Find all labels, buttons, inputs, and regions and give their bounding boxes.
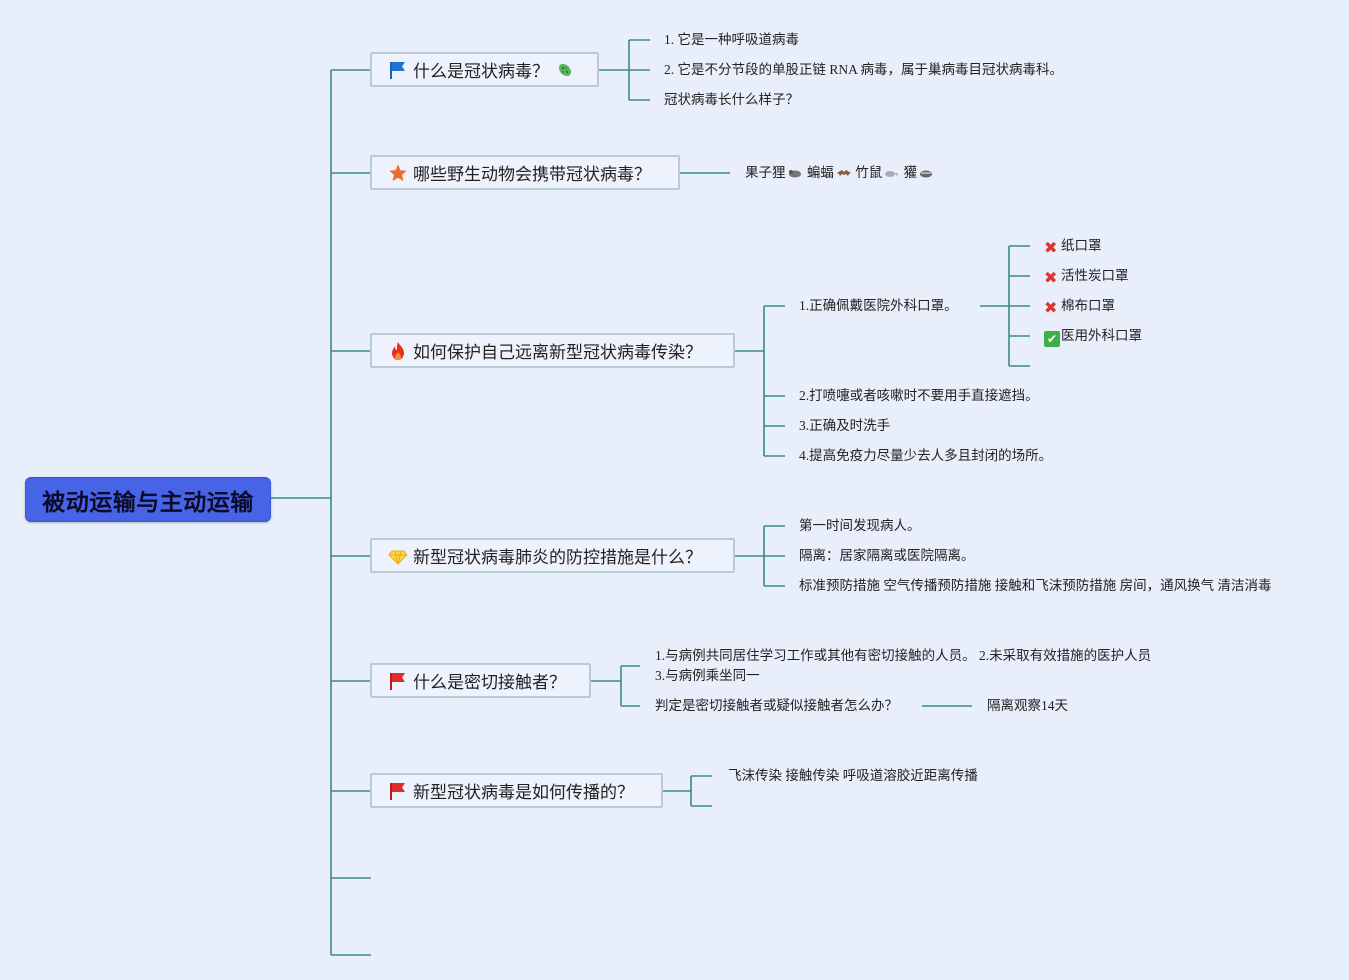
leaf-respiratory-virus: 1. 它是一种呼吸道病毒 — [664, 32, 799, 47]
badger-icon — [919, 164, 933, 178]
mask-cotton: ✖棉布口罩 — [1044, 296, 1115, 316]
cross-mark-icon: ✖ — [1044, 268, 1058, 287]
virus-icon — [555, 60, 575, 80]
animal-civet: 果子狸 — [745, 165, 786, 180]
topic-wild-animals[interactable]: 哪些野生动物会携带冠状病毒？ — [370, 155, 680, 190]
gem-icon — [388, 546, 408, 566]
animal-badger: 獾 — [903, 165, 918, 180]
leaf-transmission-routes: 飞沫传染 接触传染 呼吸道溶胶近距离传播 — [728, 768, 978, 783]
leaf-what-it-looks-like: 冠状病毒长什么样子？ — [664, 92, 799, 107]
mask-label: 活性炭口罩 — [1061, 268, 1129, 283]
check-mark-icon: ✔ — [1044, 331, 1060, 347]
civet-icon — [788, 164, 802, 178]
topic-self-protection[interactable]: 如何保护自己远离新型冠状病毒传染？ — [370, 333, 735, 368]
bat-icon — [836, 164, 851, 176]
leaf-wash-hands: 3.正确及时洗手 — [799, 418, 891, 433]
mask-activated-carbon: ✖活性炭口罩 — [1044, 266, 1129, 286]
leaf-what-to-do: 判定是密切接触者或疑似接触者怎么办？ — [655, 698, 898, 713]
animal-bat: 蝙蝠 — [806, 165, 834, 180]
leaf-animals: 果子狸 蝙蝠 竹鼠 獾 — [745, 163, 935, 183]
mask-label: 医用外科口罩 — [1061, 328, 1142, 343]
topic-label: 新型冠状病毒是如何传播的？ — [413, 783, 634, 803]
topic-label: 如何保护自己远离新型冠状病毒传染？ — [413, 343, 702, 363]
leaf-immunity: 4.提高免疫力尽量少去人多且封闭的场所。 — [799, 448, 1053, 463]
rat-icon — [884, 164, 898, 177]
blue-flag-icon — [388, 60, 408, 80]
leaf-sneeze: 2.打喷嚏或者咳嗽时不要用手直接遮挡。 — [799, 388, 1039, 403]
topic-prevention-measures[interactable]: 新型冠状病毒肺炎的防控措施是什么？ — [370, 538, 735, 573]
topic-what-is-coronavirus[interactable]: 什么是冠状病毒？ — [370, 52, 599, 87]
animal-bamboo-rat: 竹鼠 — [855, 165, 883, 180]
topic-label: 什么是密切接触者？ — [413, 673, 566, 693]
cross-mark-icon: ✖ — [1044, 238, 1058, 257]
leaf-isolation: 隔离：居家隔离或医院隔离。 — [799, 548, 975, 563]
topic-label: 新型冠状病毒肺炎的防控措施是什么？ — [413, 548, 702, 568]
fire-icon — [388, 341, 408, 361]
red-flag-icon — [388, 781, 408, 801]
mask-label: 棉布口罩 — [1061, 298, 1115, 313]
red-flag-icon — [388, 671, 408, 691]
leaf-standard-precautions: 标准预防措施 空气传播预防措施 接触和飞沫预防措施 房间，通风换气 清洁消毒 — [799, 578, 1272, 593]
leaf-find-patient: 第一时间发现病人。 — [799, 518, 921, 533]
star-icon — [388, 163, 408, 183]
root-topic[interactable]: 被动运输与主动运输 — [25, 477, 271, 522]
topic-label: 哪些野生动物会携带冠状病毒？ — [413, 165, 651, 185]
topic-close-contacts[interactable]: 什么是密切接触者？ — [370, 663, 591, 698]
mask-paper: ✖纸口罩 — [1044, 236, 1102, 256]
topic-transmission[interactable]: 新型冠状病毒是如何传播的？ — [370, 773, 663, 808]
topic-label: 什么是冠状病毒？ — [413, 62, 549, 82]
mask-surgical: ✔医用外科口罩 — [1044, 326, 1142, 347]
leaf-wear-mask: 1.正确佩戴医院外科口罩。 — [799, 298, 958, 313]
leaf-close-contact-definition: 1.与病例共同居住学习工作或其他有密切接触的人员。 2.未采取有效措施的医护人员… — [655, 648, 1152, 683]
leaf-rna-virus: 2. 它是不分节段的单股正链 RNA 病毒，属于巢病毒目冠状病毒科。 — [664, 62, 1064, 77]
mask-label: 纸口罩 — [1061, 238, 1102, 253]
root-label: 被动运输与主动运输 — [42, 489, 254, 516]
leaf-observe-14-days: 隔离观察14天 — [987, 698, 1068, 713]
cross-mark-icon: ✖ — [1044, 298, 1058, 317]
